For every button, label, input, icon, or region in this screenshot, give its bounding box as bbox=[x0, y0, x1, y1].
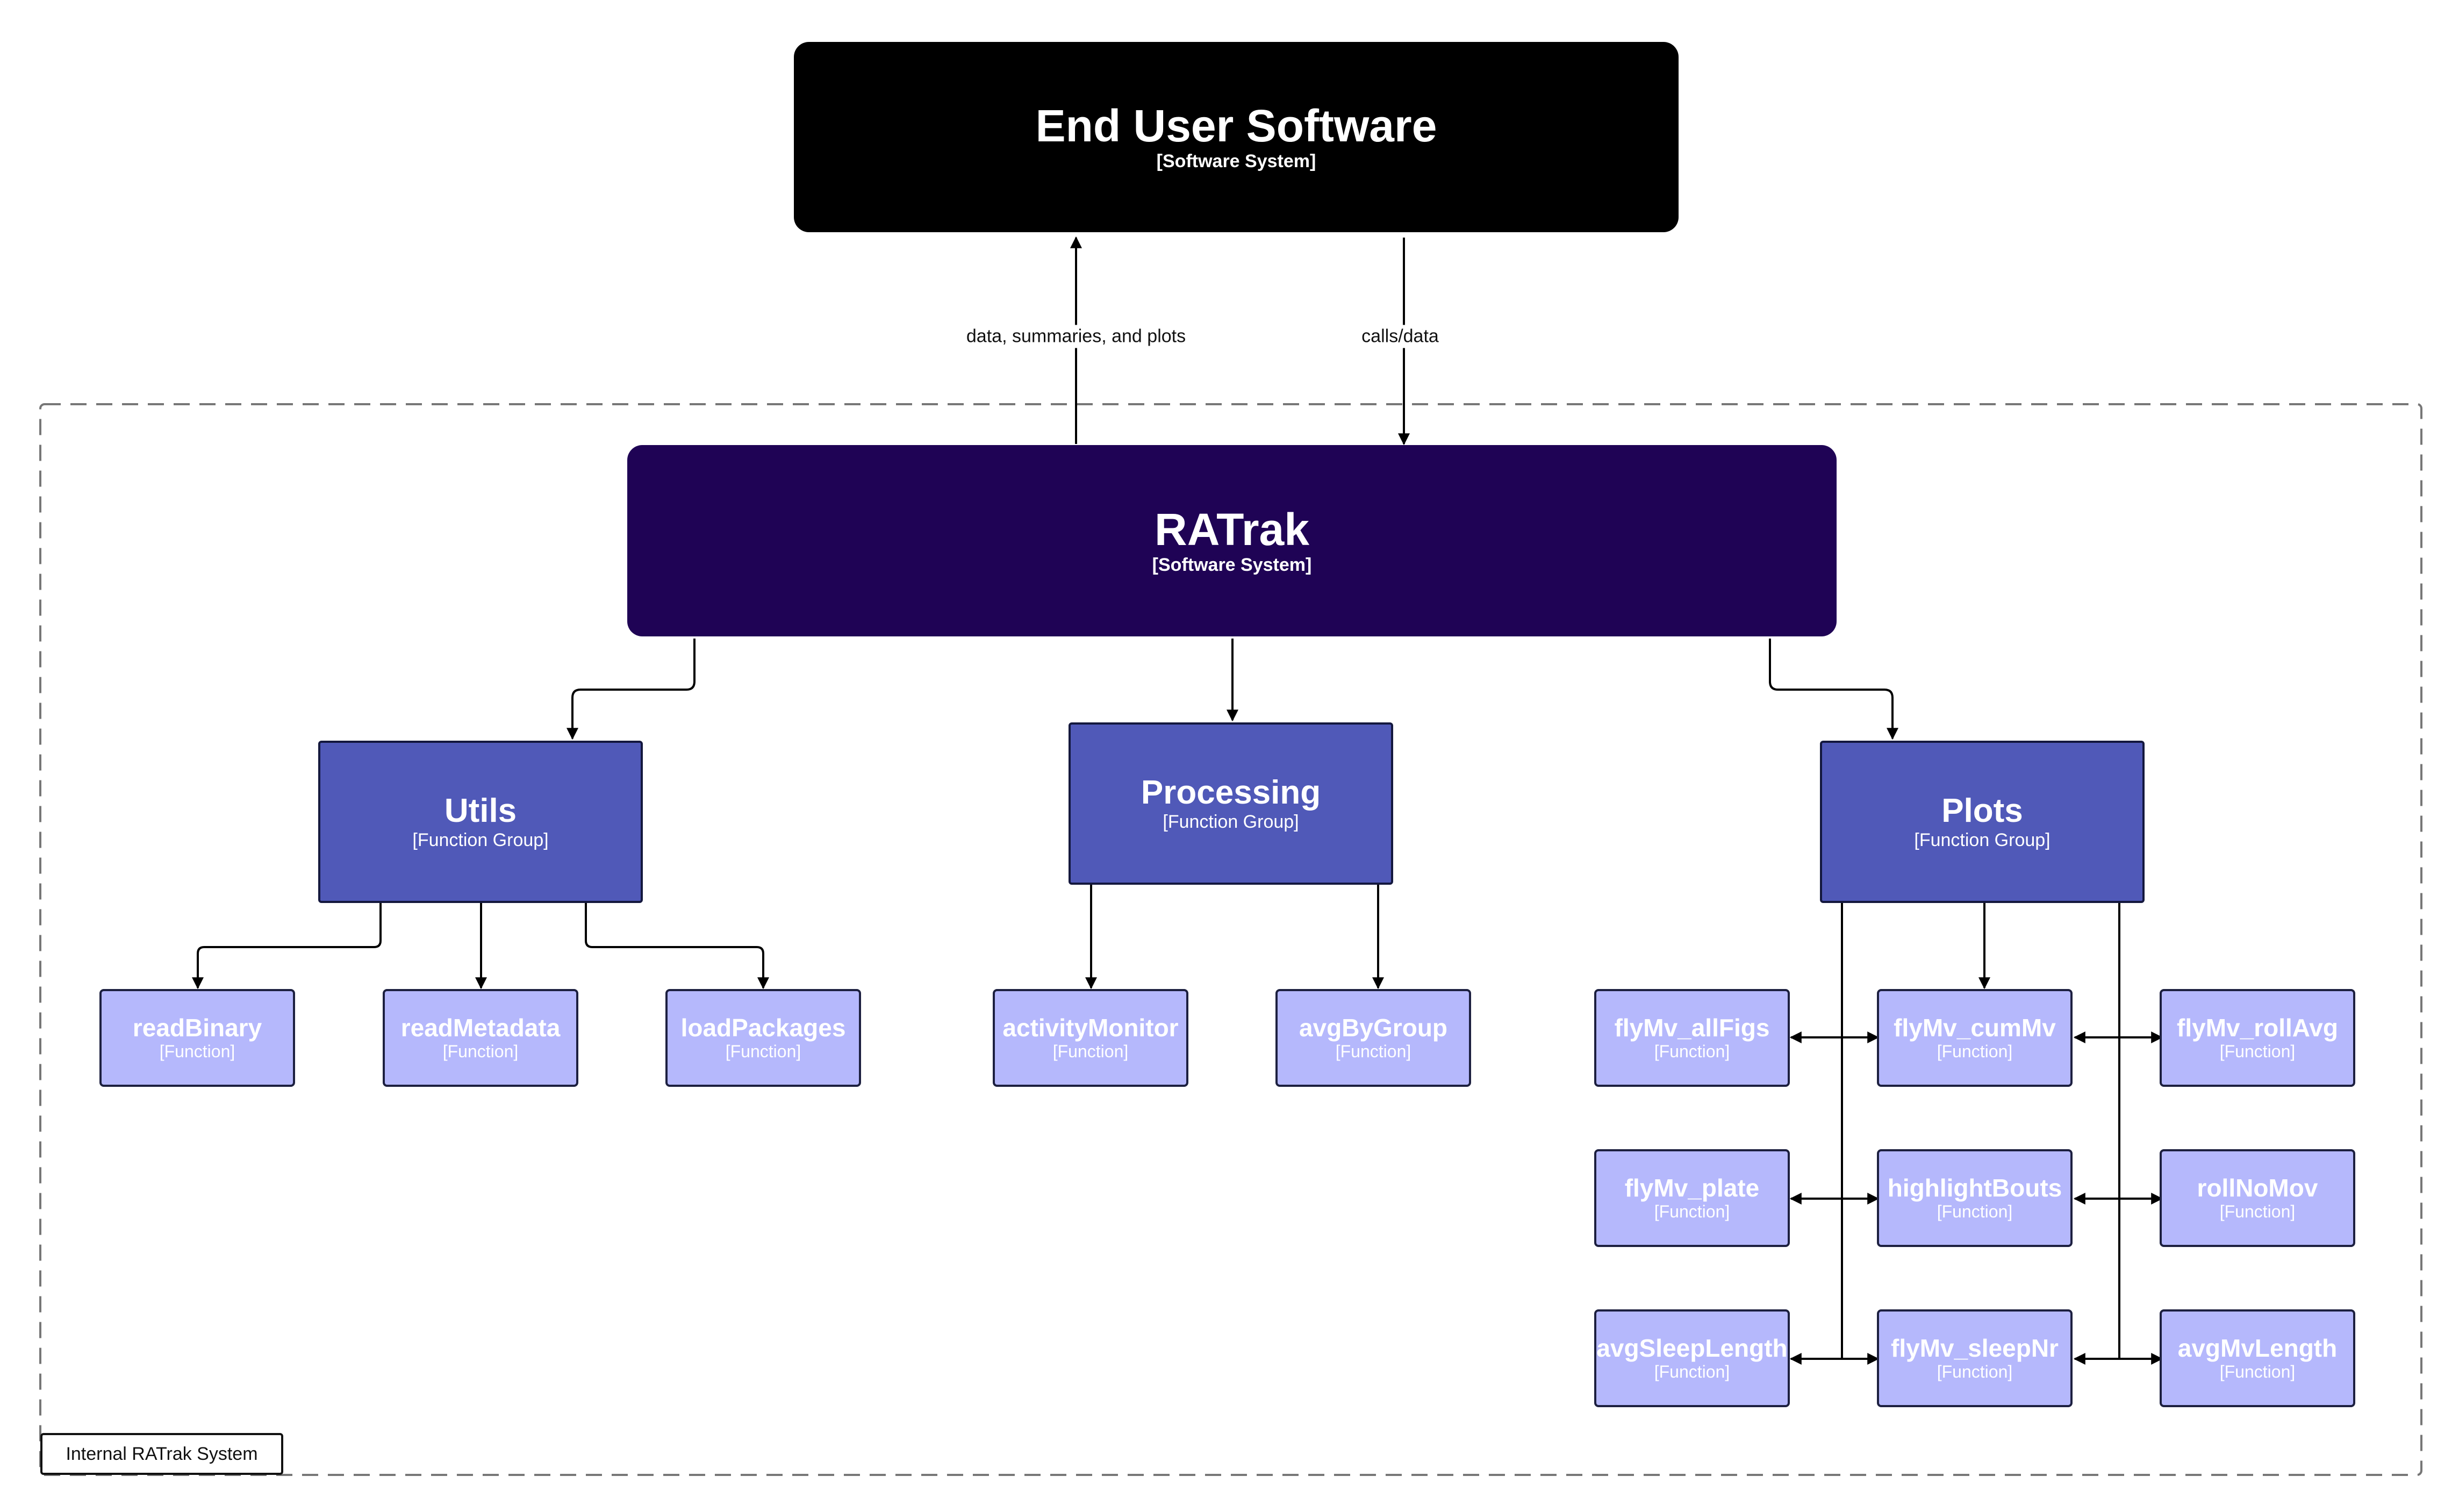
node-title: readBinary bbox=[132, 1014, 262, 1042]
system-boundary bbox=[39, 403, 2422, 1476]
node-title: flyMv_allFigs bbox=[1614, 1014, 1770, 1042]
node-title: End User Software bbox=[1035, 101, 1437, 152]
node-title: rollNoMov bbox=[2197, 1174, 2318, 1202]
function-node-loadPackages[interactable]: loadPackages [Function] bbox=[665, 989, 861, 1087]
node-title: highlightBouts bbox=[1887, 1174, 2062, 1202]
ratrak-node[interactable]: RATrak [Software System] bbox=[627, 445, 1837, 636]
function-node-avgSleepLength[interactable]: avgSleepLength [Function] bbox=[1594, 1309, 1790, 1407]
node-title: avgMvLength bbox=[2177, 1334, 2338, 1363]
node-type: [Function Group] bbox=[1163, 811, 1299, 832]
function-node-flyMv_plate[interactable]: flyMv_plate [Function] bbox=[1594, 1149, 1790, 1247]
node-type: [Function] bbox=[725, 1041, 801, 1061]
function-node-rollNoMov[interactable]: rollNoMov [Function] bbox=[2160, 1149, 2355, 1247]
function-node-flyMv_sleepNr[interactable]: flyMv_sleepNr [Function] bbox=[1877, 1309, 2073, 1407]
function-node-activityMonitor[interactable]: activityMonitor [Function] bbox=[993, 989, 1188, 1087]
function-node-highlightBouts[interactable]: highlightBouts [Function] bbox=[1877, 1149, 2073, 1247]
edge-label-data-summaries-plots: data, summaries, and plots bbox=[963, 325, 1189, 348]
function-node-flyMv_cumMv[interactable]: flyMv_cumMv [Function] bbox=[1877, 989, 2073, 1087]
edge-utils-to-loadPackages bbox=[585, 903, 769, 990]
node-type: [Function] bbox=[2219, 1201, 2296, 1221]
node-title: Processing bbox=[1141, 773, 1321, 811]
node-type: [Function Group] bbox=[1914, 829, 2051, 850]
node-title: RATrak bbox=[1155, 504, 1309, 555]
boundary-label: Internal RATrak System bbox=[40, 1433, 283, 1475]
node-title: flyMv_sleepNr bbox=[1891, 1334, 2059, 1363]
node-type: [Function] bbox=[1052, 1041, 1129, 1061]
function-node-readBinary[interactable]: readBinary [Function] bbox=[99, 989, 295, 1087]
function-node-readMetadata[interactable]: readMetadata [Function] bbox=[383, 989, 578, 1087]
node-title: Utils bbox=[444, 792, 517, 829]
edge-utils-to-readBinary bbox=[192, 903, 382, 990]
node-type: [Function] bbox=[2219, 1361, 2296, 1381]
node-title: avgSleepLength bbox=[1596, 1334, 1788, 1363]
function-node-flyMv_rollAvg[interactable]: flyMv_rollAvg [Function] bbox=[2160, 989, 2355, 1087]
end-user-software-node[interactable]: End User Software [Software System] bbox=[794, 42, 1679, 232]
node-title: loadPackages bbox=[680, 1014, 846, 1042]
node-title: flyMv_plate bbox=[1624, 1174, 1760, 1202]
node-title: flyMv_cumMv bbox=[1894, 1014, 2056, 1042]
node-type: [Function] bbox=[1937, 1361, 2013, 1381]
node-type: [Function Group] bbox=[412, 829, 549, 850]
edge-label-calls-data: calls/data bbox=[1358, 325, 1442, 348]
node-title: avgByGroup bbox=[1299, 1014, 1448, 1042]
plots-group-node[interactable]: Plots [Function Group] bbox=[1820, 741, 2145, 903]
node-title: Plots bbox=[1941, 792, 2023, 829]
node-type: [Function] bbox=[1335, 1041, 1411, 1061]
function-node-avgByGroup[interactable]: avgByGroup [Function] bbox=[1275, 989, 1471, 1087]
node-title: readMetadata bbox=[400, 1014, 561, 1042]
node-type: [Function] bbox=[159, 1041, 235, 1061]
node-type: [Function] bbox=[1937, 1041, 2013, 1061]
node-type: [Function] bbox=[1654, 1361, 1730, 1381]
edge-ratrak-to-plots bbox=[1769, 639, 1898, 740]
function-node-avgMvLength[interactable]: avgMvLength [Function] bbox=[2160, 1309, 2355, 1407]
node-title: activityMonitor bbox=[1002, 1014, 1179, 1042]
node-type: [Function] bbox=[1937, 1201, 2013, 1221]
node-type: [Software System] bbox=[1156, 151, 1316, 172]
node-title: flyMv_rollAvg bbox=[2177, 1014, 2338, 1042]
edge-ratrak-to-utils bbox=[567, 639, 696, 740]
node-type: [Software System] bbox=[1152, 555, 1312, 576]
processing-group-node[interactable]: Processing [Function Group] bbox=[1069, 722, 1393, 885]
node-type: [Function] bbox=[442, 1041, 519, 1061]
utils-group-node[interactable]: Utils [Function Group] bbox=[318, 741, 643, 903]
node-type: [Function] bbox=[1654, 1201, 1730, 1221]
node-type: [Function] bbox=[1654, 1041, 1730, 1061]
node-type: [Function] bbox=[2219, 1041, 2296, 1061]
function-node-flyMv_allFigs[interactable]: flyMv_allFigs [Function] bbox=[1594, 989, 1790, 1087]
